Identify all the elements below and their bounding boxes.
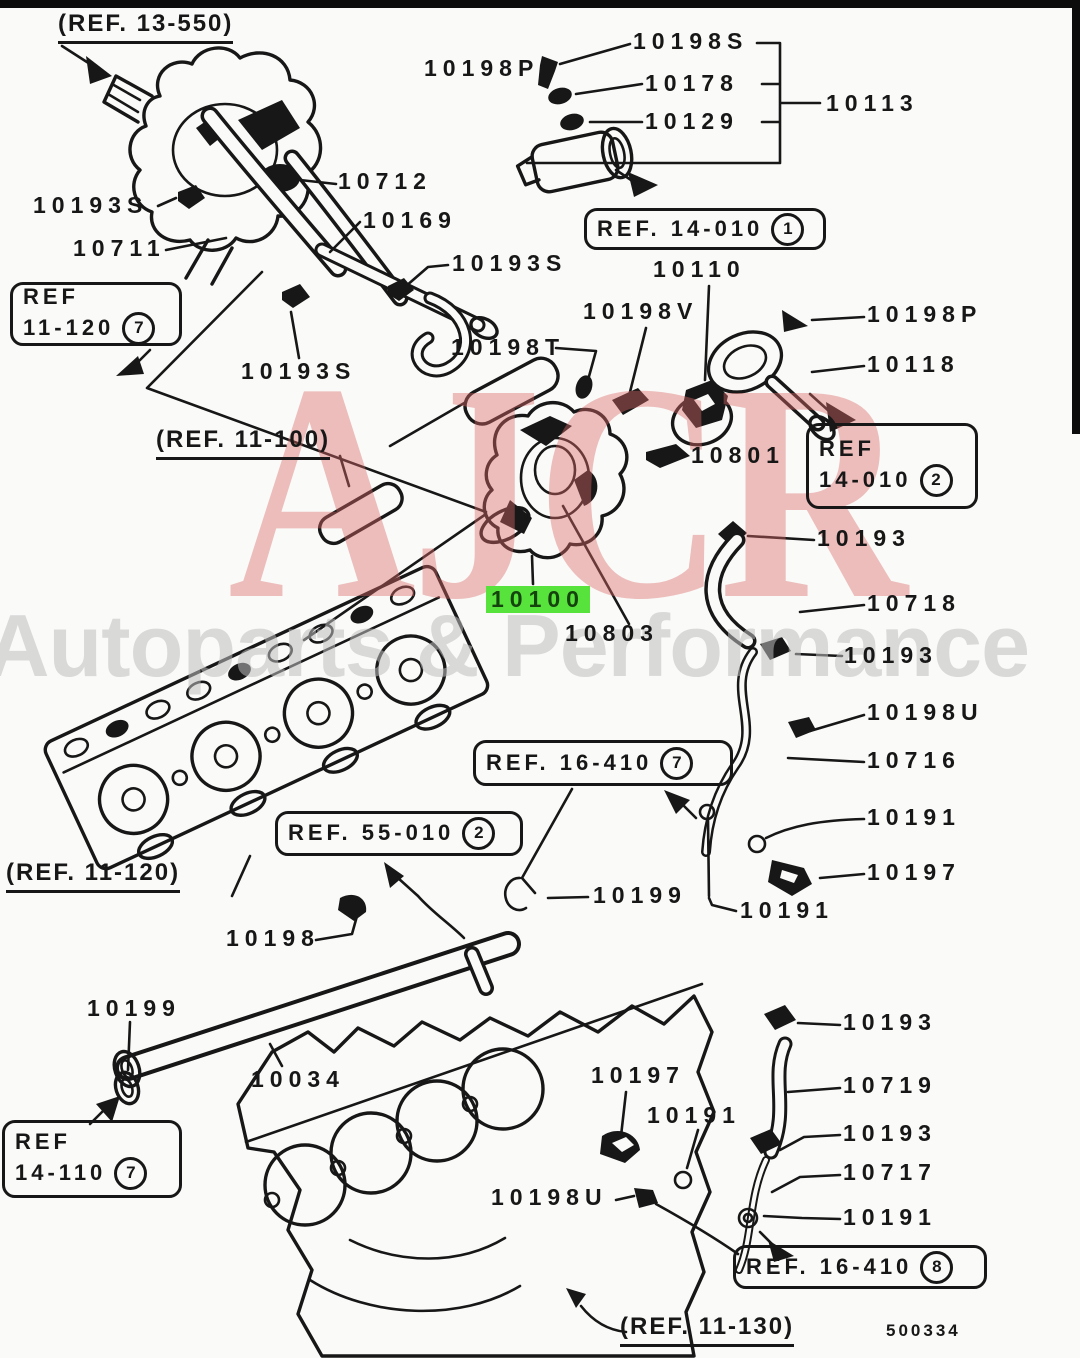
ref-note-11-120: (REF. 11-120): [6, 861, 181, 893]
part-10719: 10719: [843, 1072, 937, 1098]
part-10191-right2: 10191: [740, 897, 834, 923]
part-10198: 10198: [226, 925, 320, 951]
cylinder-head-drawing: [43, 564, 490, 871]
part-10034: 10034: [251, 1066, 345, 1092]
ref-box-text: 11-120: [23, 315, 115, 340]
circled-number: 7: [114, 1156, 148, 1190]
part-10716: 10716: [867, 747, 961, 773]
circled-number: 2: [919, 463, 953, 497]
ref-box-text: REF: [23, 284, 79, 310]
part-10718: 10718: [867, 590, 961, 616]
ref-box-14-010-1: REF. 14-010 1: [584, 208, 826, 250]
ref-note-11-100: (REF. 11-100): [156, 428, 331, 460]
part-10113: 10113: [826, 90, 919, 116]
part-10197-bottom: 10197: [591, 1062, 685, 1088]
part-10193-bottomright2: 10193: [843, 1120, 937, 1146]
thermostat-housing-drawing: [479, 401, 629, 560]
part-10191-bottom: 10191: [647, 1102, 741, 1128]
part-10198U-bottom: 10198U: [491, 1184, 608, 1210]
ref-note-11-130: (REF. 11-130): [620, 1315, 795, 1347]
ref-box-16-410-7: REF. 16-410 7: [473, 740, 733, 786]
part-10198U-right: 10198U: [867, 699, 984, 725]
ref-box-text: REF. 14-010: [597, 215, 764, 241]
ref-box-text: REF. 16-410: [486, 749, 653, 775]
part-10193-right2: 10193: [844, 642, 938, 668]
water-outlet-fitting-drawing: [515, 126, 634, 194]
ref-box-text: 14-010: [819, 467, 912, 492]
part-10193-bottomright1: 10193: [843, 1009, 937, 1035]
part-10118: 10118: [867, 351, 960, 377]
circled-number: 2: [462, 817, 496, 850]
part-10198V: 10198V: [583, 298, 699, 324]
ref-box-14-110-7: REF 14-110 7: [2, 1120, 182, 1198]
part-10191-bottomright: 10191: [843, 1204, 937, 1230]
part-10193S-right: 10193S: [452, 250, 568, 276]
ref-box-16-410-8: REF. 16-410 8: [733, 1245, 987, 1289]
part-10169: 10169: [363, 207, 457, 233]
circled-number: 7: [122, 311, 156, 345]
part-10717: 10717: [843, 1159, 937, 1185]
scan-border-top: [0, 0, 1080, 8]
part-10198P-top: 10198P: [424, 55, 540, 81]
part-10197-right: 10197: [867, 859, 961, 885]
ref-box-text: REF. 55-010: [288, 820, 455, 846]
part-10193S-topleft: 10193S: [33, 192, 149, 218]
ref-box-text: 14-110: [15, 1160, 107, 1185]
part-10198P-right: 10198P: [867, 301, 983, 327]
circled-number: 7: [660, 746, 694, 780]
engine-block-drawing: [236, 982, 716, 1358]
water-pipe-10034-drawing: [112, 931, 521, 1089]
part-10199-left: 10199: [87, 995, 181, 1021]
ref-box-14-010-2: REF 14-010 2: [806, 423, 978, 509]
ref-box-text: REF: [819, 436, 875, 462]
part-10198S: 10198S: [633, 28, 749, 54]
ref-box-text: REF: [15, 1129, 71, 1155]
ref-box-11-120-7: REF 11-120 7: [10, 282, 182, 346]
ref-box-55-010-2: REF. 55-010 2: [275, 811, 523, 856]
part-10193S-center: 10193S: [241, 358, 357, 384]
part-10712: 10712: [338, 168, 432, 194]
part-10110: 10110: [653, 256, 746, 282]
part-10191-right1: 10191: [867, 804, 961, 830]
part-10178: 10178: [645, 70, 739, 96]
circled-number: 1: [771, 212, 805, 246]
scan-border-right: [1072, 0, 1080, 434]
part-10801: 10801: [691, 442, 785, 468]
part-10711: 10711: [73, 235, 166, 261]
part-10129: 10129: [645, 108, 739, 134]
part-10803: 10803: [565, 620, 659, 646]
ref-note-13-550: (REF. 13-550): [58, 12, 234, 44]
part-10198T: 10198T: [451, 334, 566, 360]
ref-box-text: REF. 16-410: [746, 1253, 913, 1279]
part-10199-center: 10199: [593, 882, 687, 908]
circled-number: 8: [920, 1250, 954, 1284]
drawing-number: 500334: [886, 1321, 961, 1340]
part-10100: 10100: [486, 586, 590, 613]
part-10193-right1: 10193: [817, 525, 911, 551]
